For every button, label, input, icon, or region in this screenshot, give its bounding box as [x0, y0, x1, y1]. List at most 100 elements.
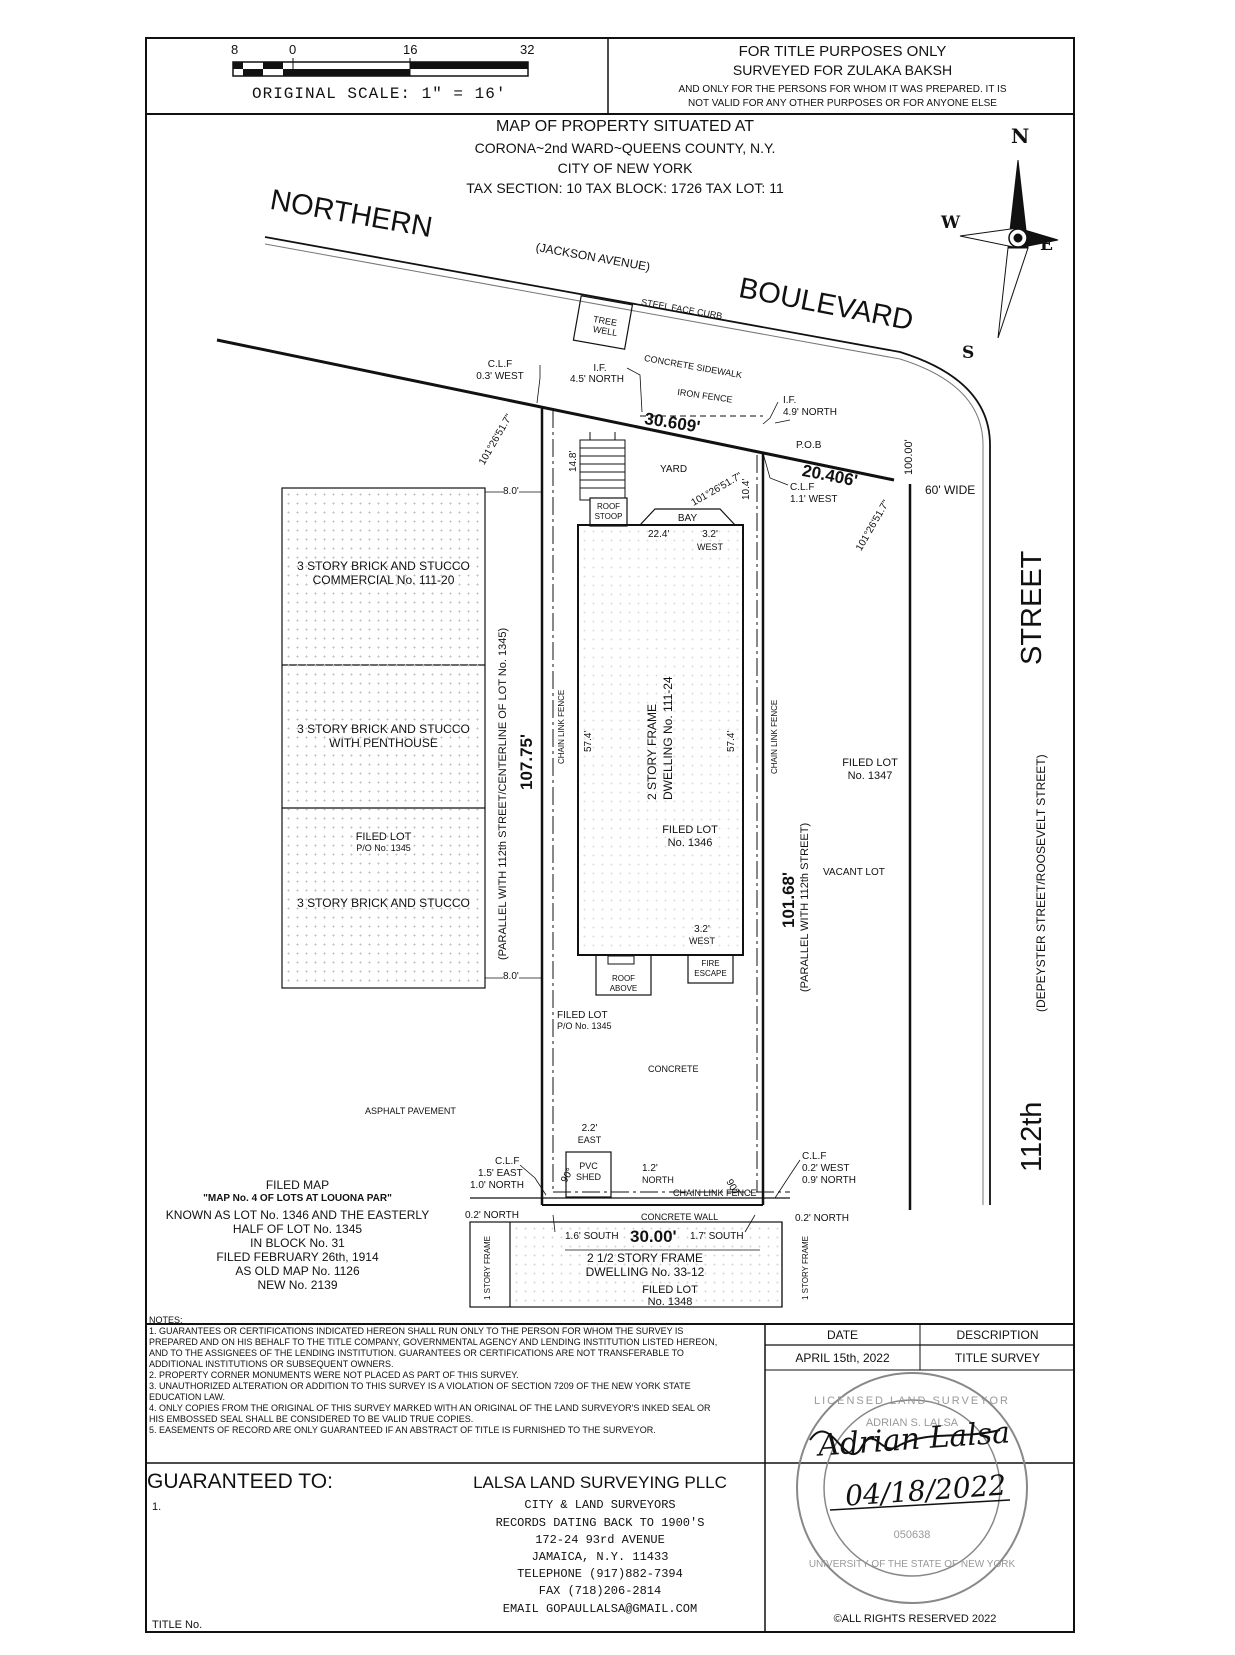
- guaranteed-title: GUARANTEED TO:: [147, 1470, 333, 1493]
- filed-1348-1: FILED LOT: [642, 1284, 698, 1296]
- filed-po-1: FILED LOT: [557, 1010, 608, 1021]
- dim-32b-1: 3.2': [694, 924, 710, 935]
- roof-stoop-1: ROOF: [596, 502, 621, 511]
- if-49-1: I.F.: [783, 395, 797, 406]
- street-street-text: STREET: [1016, 550, 1048, 665]
- note-4a: 4. ONLY COPIES FROM THE ORIGINAL OF THIS…: [149, 1403, 711, 1413]
- filed-po-2: P/O No. 1345: [557, 1021, 612, 1031]
- left-parallel-text: (PARALLEL WITH 112th STREET/CENTERLINE O…: [497, 627, 509, 960]
- roof-above-2: ABOVE: [609, 984, 638, 993]
- dim-100-text: 100.00': [903, 439, 915, 475]
- compass-w: W: [941, 213, 961, 233]
- pvc-1: PVC: [579, 1161, 598, 1171]
- dim-574-right-text: 57.4': [726, 730, 737, 752]
- street-112th-text: 112th: [1016, 1101, 1048, 1172]
- concrete-wall: CONCRETE WALL: [641, 1212, 719, 1222]
- commercial-1: 3 STORY BRICK AND STUCCO: [297, 559, 470, 573]
- dim-224: 22.4': [648, 529, 670, 540]
- rev-desc: TITLE SURVEY: [954, 1351, 1041, 1365]
- roof-stoop-2: STOOP: [594, 512, 623, 521]
- filed-1346-2: No. 1346: [667, 837, 713, 849]
- concrete-label: CONCRETE: [648, 1064, 699, 1074]
- clf-03-1: C.L.F: [487, 359, 513, 370]
- surveyor-seal: [796, 1372, 1028, 1604]
- dim-12-2: NORTH: [642, 1175, 674, 1185]
- rev-date: APRIL 15th, 2022: [795, 1351, 890, 1365]
- if-45-2: 4.5' NORTH: [570, 374, 624, 385]
- if-45-1: I.F.: [593, 363, 607, 374]
- company-line-6: FAX (718)206-2814: [538, 1584, 662, 1598]
- po1345-2: P/O No. 1345: [356, 843, 411, 853]
- rev-date-header: DATE: [826, 1328, 859, 1342]
- seal-number: 050638: [893, 1529, 931, 1541]
- company-line-5: TELEPHONE (917)882-7394: [517, 1567, 683, 1581]
- notes-block: NOTES: 1. GUARANTEES OR CERTIFICATIONS I…: [149, 1315, 717, 1436]
- map-heading-1: MAP OF PROPERTY SITUATED AT: [495, 118, 755, 135]
- north-02-right: 0.2' NORTH: [795, 1213, 849, 1224]
- south-16: 1.6' SOUTH: [565, 1231, 619, 1242]
- dim-32b-2: WEST: [689, 936, 715, 946]
- dwelling-hatch: [580, 527, 741, 953]
- note-1d: ADDITIONAL INSTITUTIONS OR SUBSEQUENT OW…: [149, 1359, 394, 1369]
- clf-03-2: 0.3' WEST: [476, 371, 524, 382]
- scale-tick-16: 16: [403, 42, 418, 57]
- chain-fence-south: CHAIN LINK FENCE: [673, 1188, 757, 1198]
- north-02-left: 0.2' NORTH: [465, 1210, 519, 1221]
- title-line-2: SURVEYED FOR ZULAKA BAKSH: [732, 62, 953, 78]
- penthouse-1: 3 STORY BRICK AND STUCCO: [297, 722, 470, 736]
- right-dimension-text: 101.68': [779, 871, 798, 928]
- dim-22-1: 2.2': [581, 1123, 598, 1134]
- commercial-2: COMMERCIAL No. 111-20: [312, 573, 455, 587]
- pob: P.O.B: [796, 440, 822, 451]
- rear-dwelling-hatch: [512, 1224, 780, 1305]
- chain-fence-left-text: CHAIN LINK FENCE: [557, 689, 566, 764]
- note-5: 5. EASEMENTS OF RECORD ARE ONLY GUARANTE…: [149, 1425, 656, 1435]
- company-line-2: RECORDS DATING BACK TO 1900'S: [495, 1516, 705, 1530]
- vacant-lot: VACANT LOT: [823, 867, 885, 878]
- filed-map-2: "MAP No. 4 OF LOTS AT LOUONA PAR": [203, 1193, 392, 1204]
- dim-12-1: 1.2': [642, 1163, 658, 1174]
- rear-dimension: 30.00': [630, 1227, 677, 1246]
- company-line-1: CITY & LAND SURVEYORS: [524, 1498, 676, 1512]
- dim-32a-2: WEST: [697, 542, 723, 552]
- note-4b: HIS EMBOSSED SEAL SHALL BE CONSIDERED TO…: [149, 1414, 474, 1424]
- fire-escape-1: FIRE: [701, 959, 720, 968]
- rear-dwelling-2: DWELLING No. 33-12: [585, 1265, 705, 1279]
- note-3b: EDUCATION LAW.: [149, 1392, 226, 1402]
- filed-map-8: NEW No. 2139: [257, 1278, 338, 1292]
- filed-map-1: FILED MAP: [265, 1178, 330, 1192]
- title-no: TITLE No.: [152, 1619, 203, 1631]
- south-17: 1.7' SOUTH: [690, 1231, 744, 1242]
- scale-tick-0: 0: [289, 42, 297, 57]
- clf-11-2: 1.1' WEST: [790, 494, 838, 505]
- scale-tick-8: 8: [231, 42, 239, 57]
- seal-ring-bottom: UNIVERSITY OF THE STATE OF NEW YORK: [808, 1559, 1016, 1570]
- scale-tick-32: 32: [520, 42, 535, 57]
- dim-32a-1: 3.2': [702, 529, 718, 540]
- neighbour-hatch: [284, 490, 483, 986]
- clf-02-2: 0.2' WEST: [802, 1163, 850, 1174]
- survey-sheet: [145, 37, 1075, 1633]
- roof-above-1: ROOF: [611, 974, 636, 983]
- title-line-1: FOR TITLE PURPOSES ONLY: [738, 43, 947, 60]
- filed-map-7: AS OLD MAP No. 1126: [235, 1264, 360, 1278]
- company-line-7: EMAIL GOPAULLALSA@GMAIL.COM: [502, 1602, 698, 1616]
- copyright: ©ALL RIGHTS RESERVED 2022: [833, 1613, 997, 1625]
- clf-02-3: 0.9' NORTH: [802, 1175, 856, 1186]
- scale-bar: [232, 58, 529, 77]
- asphalt-label: ASPHALT PAVEMENT: [365, 1106, 456, 1116]
- clf-11-1: C.L.F: [790, 482, 815, 493]
- notes-title: NOTES:: [149, 1315, 183, 1325]
- clf-02-1: C.L.F: [802, 1151, 827, 1162]
- seal-ring-top: LICENSED LAND SURVEYOR: [813, 1395, 1010, 1407]
- rear-dwelling-1: 2 1/2 STORY FRAME: [586, 1251, 704, 1265]
- fire-escape-2: ESCAPE: [694, 969, 727, 978]
- clf-15-1: C.L.F: [495, 1156, 520, 1167]
- filed-map-3: KNOWN AS LOT No. 1346 AND THE EASTERLY: [165, 1208, 430, 1222]
- compass-s: S: [962, 343, 975, 363]
- street-depeyster-text: (DEPEYSTER STREET/ROOSEVELT STREET): [1034, 754, 1048, 1012]
- if-49-2: 4.9' NORTH: [783, 407, 837, 418]
- filed-map-6: FILED FEBRUARY 26th, 1914: [216, 1250, 379, 1264]
- title-line-3: AND ONLY FOR THE PERSONS FOR WHOM IT WAS…: [678, 84, 1007, 95]
